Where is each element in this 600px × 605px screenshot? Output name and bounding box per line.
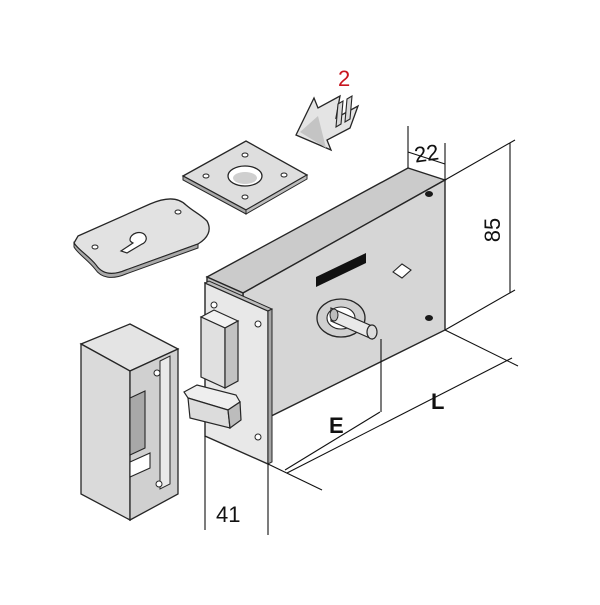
thickness-label: 41 bbox=[216, 502, 240, 527]
backset-label: E bbox=[329, 413, 344, 438]
height-label: 85 bbox=[480, 218, 505, 242]
spindle-hole bbox=[392, 263, 412, 279]
latch-bolt bbox=[183, 384, 242, 430]
spindle-follower bbox=[316, 298, 378, 340]
strike-keep bbox=[79, 323, 180, 522]
deadbolt bbox=[199, 309, 240, 390]
keyhole-escutcheon bbox=[73, 198, 210, 278]
keyhole-slot bbox=[316, 253, 366, 287]
screw-icon bbox=[335, 94, 353, 129]
dimension-lines bbox=[204, 126, 519, 535]
depth-label: 22 bbox=[413, 139, 441, 167]
quantity-label: 2 bbox=[338, 66, 350, 91]
length-label: L bbox=[431, 389, 444, 414]
rose-plate bbox=[181, 140, 309, 215]
